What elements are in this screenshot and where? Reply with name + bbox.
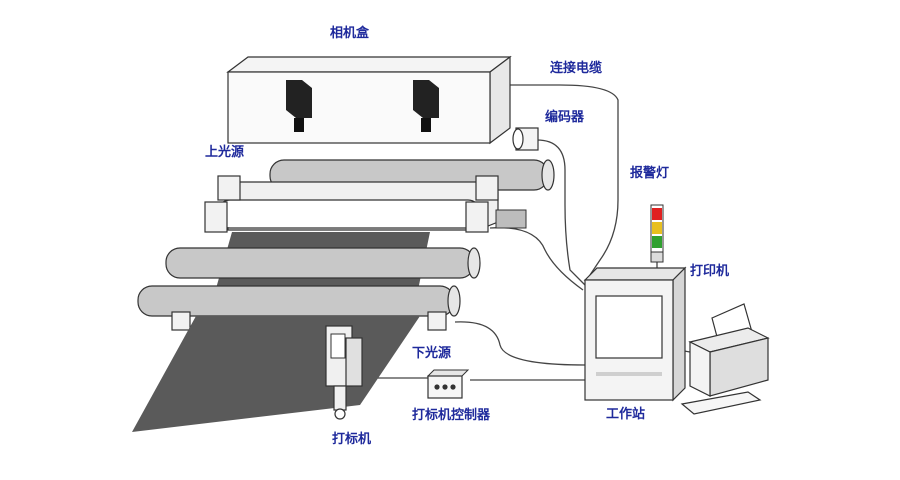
bracket: [427, 311, 447, 331]
printer: [680, 303, 770, 415]
camera-box-front: [227, 71, 491, 144]
encoder-cable: [536, 139, 586, 286]
upper-light-source: [204, 175, 527, 233]
camera-2: [413, 80, 439, 132]
bracket: [475, 175, 499, 201]
label-encoder: 编码器: [545, 109, 585, 125]
upper-light-cable: [489, 227, 584, 291]
alarm-green: [652, 236, 662, 248]
bracket: [171, 311, 191, 331]
lower-light-cable: [454, 321, 586, 366]
lower-roller: [137, 285, 461, 331]
label-workstation: 工作站: [606, 406, 645, 422]
camera-1: [286, 80, 312, 132]
label-marker-controller: 打标机控制器: [412, 407, 491, 423]
camera-box-top: [226, 56, 512, 73]
bracket: [204, 201, 228, 233]
label-upper-light: 上光源: [205, 144, 244, 160]
alarm-light: [650, 204, 664, 263]
workstation-screen: [595, 295, 663, 359]
workstation: [583, 266, 687, 402]
marking-machine: [325, 325, 363, 420]
labels: 相机盒 连接电缆 编码器 上光源 报警灯 打印机 下光源 打标机控制器 工作站 …: [205, 25, 729, 447]
film-bottom: [132, 316, 420, 432]
camera-cable: [505, 84, 619, 276]
label-printer: 打印机: [690, 263, 729, 279]
bracket: [217, 175, 241, 201]
camera-box: [226, 55, 512, 145]
alarm-red: [652, 208, 662, 220]
camera-box-side: [489, 55, 511, 145]
encoder: [512, 127, 539, 151]
printer-tray: [680, 391, 762, 415]
label-marker: 打标机: [332, 431, 371, 447]
marker-controller: [426, 369, 470, 399]
label-camera-box: 相机盒: [330, 25, 370, 41]
label-cable: 连接电缆: [550, 60, 602, 76]
middle-roller: [165, 247, 481, 279]
label-lower-light: 下光源: [412, 345, 451, 361]
camera-icon: [413, 80, 439, 118]
camera-icon: [286, 80, 312, 118]
bracket: [465, 201, 489, 233]
alarm-yellow: [652, 222, 662, 234]
label-alarm-light: 报警灯: [630, 165, 669, 181]
cables: [361, 84, 691, 381]
